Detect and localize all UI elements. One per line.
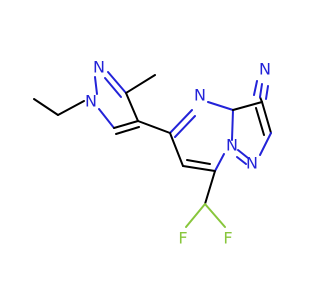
atom-n-pyrazole-ring: N [246,154,258,173]
pyrimidine-c5-n4-bond [169,109,193,134]
atom-f-right: F [223,229,232,248]
pyrazole-c4-c3-bond [125,92,139,122]
cf2-right-f-bond [204,203,226,228]
ethyl-bond-ch3 [33,98,59,116]
fused-n1-n8-bond [237,149,249,159]
cf2-attach-bond [204,170,216,205]
molecule-diagram: N N N N N N F F [33,58,272,248]
fused-c3-c2-double [255,107,265,136]
atom-n-pyrazole-n1: N [85,92,97,111]
atom-n-bridge: N [226,136,238,155]
nitrile-triple-bond-1 [259,83,263,98]
pyrimidine-c7-n8-bond [214,153,225,172]
pyrimidine-c5-c6-bond [169,132,184,167]
fused-c2-n1-bond [259,132,272,156]
nitrile-triple-bond-3 [265,85,269,100]
fused-c3-c2-bond [261,101,272,134]
atom-n-nitrile: N [259,60,271,79]
pyrimidine-c6-c7-double [186,159,211,165]
atom-n-pyrazole-n2: N [93,58,105,77]
ring-link-bond [137,120,171,134]
pyrazole-n1-c5-bond [98,108,115,129]
fused-c3a-c3-bond [232,101,263,111]
nitrile-triple-bond-2 [253,80,258,96]
atom-f-left: F [178,229,187,248]
pyrazole-c5-c4-bond [113,120,139,129]
pyrazole-c3-n2-bond [107,71,127,94]
pyrazole-c5-c4-double [115,126,140,135]
pyrimidine-n4-c3a-bond [207,101,234,111]
ethyl-bond-ch2 [57,100,85,116]
cf2-left-f-bond [185,203,206,228]
pyrazole-methyl-bond [125,74,156,94]
pyrazole-n1-n2-bond [94,76,98,95]
atom-n-pyrimidine: N [194,86,206,105]
pyrimidine-c5-n4-double [174,115,196,138]
pyrimidine-c6-c7-bond [182,165,216,172]
pyrazole-c3-n2-double [104,77,122,98]
fused-n1-n8-double [236,156,247,165]
pyrimidine-c3a-n8-bond [231,109,234,141]
